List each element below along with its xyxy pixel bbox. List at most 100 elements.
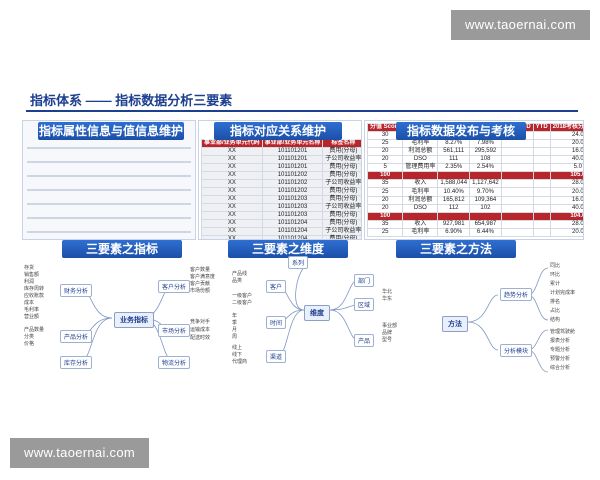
table-cell: XX — [201, 171, 263, 180]
table-cell: DSO — [402, 155, 439, 165]
indicator-branch: 市场分析 — [158, 324, 191, 337]
map-leaf: 累计 — [550, 281, 561, 287]
table-cell: 101101204 — [261, 219, 324, 228]
map-leaf: 价格 — [24, 341, 35, 347]
table-cell — [532, 130, 551, 141]
banner-attributes: 指标属性信息与值信息维护 — [38, 122, 184, 140]
table-cell: 费用(分母) — [322, 187, 361, 196]
dimension-branch: 时间 — [266, 316, 287, 329]
table-cell: 子公司收益率 — [322, 203, 361, 212]
indicator-center: 业务指标 — [114, 312, 154, 328]
table-cell: 16.0 — [549, 195, 583, 205]
table-row: XX101101203子公司收益率01合格 — [201, 203, 361, 212]
table-cell: 108 — [469, 155, 502, 165]
table-cell: 25 — [366, 187, 404, 197]
table-cell: 24.0 — [549, 130, 583, 141]
table-cell: 收入 — [402, 179, 439, 189]
table-row: XX101101204子公司收益率01合格 — [201, 227, 361, 236]
divider — [27, 189, 191, 191]
map-leaf: 线下 — [232, 352, 243, 358]
performance-table-header: 2018考核分 Grade — [549, 123, 583, 132]
table-cell — [532, 171, 551, 181]
table-cell: 28.0 — [549, 179, 583, 189]
table-cell: 管理费用率 — [402, 163, 439, 173]
table-cell: 101101203 — [261, 195, 324, 204]
table-cell — [437, 171, 471, 181]
map-leaf: 预警分析 — [550, 356, 571, 362]
table-cell: 16.0 — [549, 147, 583, 157]
map-leaf: 分类 — [24, 334, 35, 340]
table-cell: 20 — [366, 155, 404, 165]
map-leaf: 毛利率 — [24, 307, 40, 313]
map-leaf: 客户满意度 — [190, 274, 216, 280]
map-leaf: 线上 — [232, 345, 243, 351]
map-leaf: 华东 — [382, 296, 393, 302]
method-branch: 分析模块 — [500, 344, 533, 357]
map-leaf: 存货 — [24, 265, 35, 271]
indicator-branch: 产品分析 — [60, 330, 93, 343]
table-cell — [500, 219, 534, 229]
map-leaf: 产品线 — [232, 271, 248, 277]
method-branch: 趋势分析 — [500, 288, 533, 301]
table-cell — [500, 155, 534, 165]
table-cell: 101101204 — [261, 227, 324, 236]
table-cell — [532, 211, 551, 221]
table-cell: 20 — [366, 147, 404, 157]
table-cell — [500, 147, 534, 157]
divider — [27, 161, 191, 163]
table-cell — [532, 155, 551, 165]
table-cell: 8.27% — [437, 139, 471, 149]
table-cell — [402, 171, 439, 181]
table-cell: 6.44% — [469, 227, 502, 237]
table-cell: 收入 — [402, 219, 439, 229]
table-cell: 28.0 — [549, 219, 583, 229]
map-leaf: 二级客户 — [232, 300, 253, 306]
table-cell — [532, 219, 551, 229]
table-cell: 20.0 — [549, 227, 583, 237]
divider — [27, 203, 191, 205]
map-leaf: 库存周转 — [24, 286, 45, 292]
map-leaf: 事业部 — [382, 323, 398, 329]
indicator-branch: 财务分析 — [60, 284, 93, 297]
relation-table-header: 事业部/业务单元代码 — [201, 139, 263, 148]
attributes-panel — [22, 120, 196, 240]
map-leaf: 运输成本 — [190, 327, 211, 333]
table-cell: 6.90% — [437, 227, 471, 237]
table-cell: XX — [201, 211, 263, 220]
table-cell: 利润总额 — [402, 147, 439, 157]
table-cell: 105.0 — [549, 171, 583, 181]
table-cell: 20.0 — [549, 139, 583, 149]
indicator-branch: 物流分析 — [158, 356, 191, 369]
table-cell: 5 — [366, 163, 404, 173]
map-leaf: 品类 — [232, 278, 243, 284]
table-cell: 20.0 — [549, 187, 583, 197]
table-cell: 561,111 — [437, 147, 471, 157]
dimension-branch: 客户 — [266, 280, 287, 293]
map-leaf: 销售额 — [24, 272, 40, 278]
table-cell: 5.0 — [549, 163, 583, 173]
table-cell: 1,588,044 — [437, 179, 471, 189]
map-leaf: 占比 — [550, 308, 561, 314]
watermark-bottom: www.taoernai.com — [10, 438, 150, 468]
map-leaf: 客户贡献 — [190, 281, 211, 287]
map-leaf: 型号 — [382, 337, 393, 343]
banner-method: 三要素之方法 — [396, 240, 516, 258]
table-cell: 子公司收益率 — [322, 155, 361, 164]
map-leaf: 华北 — [382, 289, 393, 295]
table-cell — [532, 163, 551, 173]
table-cell: 101101201 — [261, 147, 324, 156]
table-cell: XX — [201, 219, 263, 228]
table-cell: 2.54% — [469, 163, 502, 173]
table-cell: 子公司收益率 — [322, 179, 361, 188]
table-cell — [532, 139, 551, 149]
banner-indicator: 三要素之指标 — [62, 240, 182, 258]
map-leaf: 竞争对手 — [190, 319, 211, 325]
table-cell — [532, 179, 551, 189]
